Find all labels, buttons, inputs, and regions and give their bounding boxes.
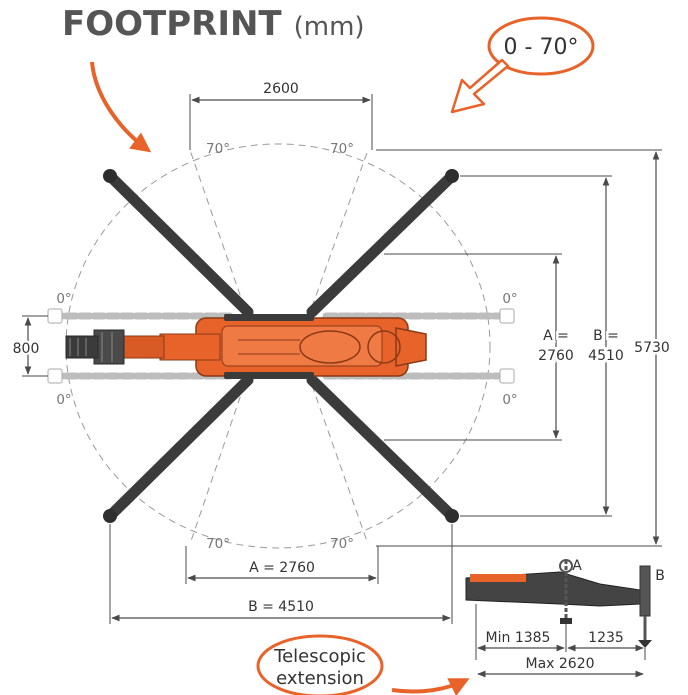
inset-diff-label: 1235	[588, 630, 624, 646]
dimension-a-label: A =	[543, 328, 569, 344]
angle-label-0-bottom-left: 0°	[56, 392, 71, 408]
dimension-b-horizontal	[109, 524, 453, 624]
dimension-b-value: 4510	[588, 348, 624, 364]
dimension-b-bottom-label: B = 4510	[248, 599, 314, 615]
angle-arrow-icon	[450, 58, 510, 114]
crane-boom	[65, 329, 221, 365]
telescopic-callout-ellipse	[256, 634, 384, 695]
dimension-2600	[189, 94, 373, 150]
angle-label-70-top-left: 70°	[206, 141, 230, 157]
angle-label-70-bottom-left: 70°	[206, 536, 230, 552]
dimension-b-vertical	[460, 175, 612, 517]
dimension-5730	[376, 149, 662, 547]
inset-dimensions	[475, 604, 646, 678]
dimension-a-value: 2760	[538, 348, 574, 364]
side-view-inset	[465, 559, 652, 648]
dimension-a-vertical	[384, 253, 562, 441]
angle-callout-text: 0 - 70°	[504, 35, 579, 60]
angle-label-0-top-right: 0°	[502, 291, 517, 307]
angle-label-70-top-right: 70°	[330, 141, 354, 157]
dimension-800	[22, 315, 48, 377]
outrigger-leg-top-right	[306, 170, 458, 318]
inset-max-label: Max 2620	[525, 656, 594, 672]
dimension-800-label: 800	[13, 341, 40, 357]
outrigger-leg-bottom-left	[104, 374, 254, 522]
outrigger-leg-top-left	[104, 170, 254, 318]
inset-label-b: B	[655, 568, 665, 584]
angle-label-0-top-left: 0°	[56, 291, 71, 307]
outrigger-legs	[103, 169, 459, 523]
dimension-a-horizontal	[185, 546, 379, 584]
angle-label-0-bottom-right: 0°	[502, 392, 517, 408]
inset-label-a: A	[572, 558, 582, 574]
telescopic-callout-line2: extension	[276, 668, 364, 689]
dimension-5730-label: 5730	[634, 340, 670, 356]
crane-body	[195, 314, 427, 379]
telescopic-callout-line1: Telescopic	[273, 646, 366, 667]
title: FOOTPRINT (mm)	[62, 4, 365, 44]
title-unit: (mm)	[294, 12, 365, 42]
title-main: FOOTPRINT	[62, 4, 282, 44]
angle-callout-ellipse	[487, 16, 595, 76]
telescopic-arrow-icon	[391, 678, 470, 695]
dimension-a-bottom-label: A = 2760	[249, 560, 315, 576]
angle-label-70-bottom-right: 70°	[330, 536, 354, 552]
title-arrow-icon	[90, 61, 152, 153]
outrigger-leg-bottom-right	[306, 374, 458, 522]
dimension-b-label: B =	[593, 328, 619, 344]
dimension-2600-label: 2600	[263, 81, 299, 97]
inset-min-label: Min 1385	[486, 630, 551, 646]
